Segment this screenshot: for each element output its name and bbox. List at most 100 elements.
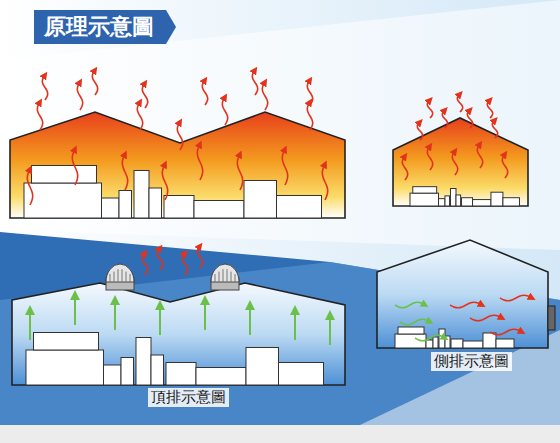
- airflow-arrow: [329, 315, 331, 345]
- machine: [32, 166, 97, 184]
- machine: [244, 181, 277, 219]
- machine: [483, 333, 496, 348]
- machine: [164, 196, 194, 219]
- machine: [496, 339, 514, 348]
- airflow-arrow: [72, 149, 77, 185]
- background-wedge: [0, 232, 560, 425]
- fan-slat: [227, 269, 228, 282]
- fan-slat: [215, 274, 216, 282]
- airflow-arrow: [307, 102, 312, 130]
- machine: [136, 338, 151, 386]
- fan-slat: [231, 272, 232, 282]
- machine: [413, 187, 437, 193]
- airflow-arrow: [202, 80, 207, 105]
- airflow-arrow: [467, 110, 472, 128]
- airflow-arrow: [427, 100, 432, 118]
- machine: [433, 337, 438, 348]
- airflow-arrow: [197, 144, 202, 180]
- fan-slat: [219, 272, 220, 282]
- airflow-arrow: [477, 144, 482, 168]
- airflow-arrow: [182, 253, 187, 275]
- fan-body: [548, 306, 555, 330]
- machine: [24, 183, 102, 218]
- building: [12, 283, 345, 385]
- machine: [462, 198, 473, 206]
- machine: [196, 368, 246, 386]
- airflow-arrow: [177, 122, 182, 150]
- machine: [149, 188, 162, 218]
- exhaust-fan: [211, 264, 239, 290]
- airflow-arrow: [142, 253, 147, 275]
- airflow-arrow: [395, 302, 425, 307]
- airflow-arrow: [470, 315, 502, 320]
- airflow-arrow: [490, 329, 522, 334]
- fan-slat: [118, 269, 119, 282]
- fan-slat: [223, 269, 224, 282]
- airflow-arrow: [142, 83, 147, 108]
- footer-strip: [0, 425, 560, 443]
- machine: [426, 340, 433, 348]
- caption-label: 側排示意圖: [431, 352, 512, 371]
- airflow-arrow: [282, 149, 287, 185]
- airflow-arrow: [222, 97, 227, 125]
- airflow-arrow: [157, 248, 162, 270]
- machine: [194, 201, 244, 219]
- fan-hood: [211, 264, 239, 282]
- machine: [451, 339, 463, 348]
- machine: [439, 329, 445, 348]
- exhaust-fan: [548, 306, 555, 330]
- fan-slat: [130, 274, 131, 282]
- airflow-arrow: [249, 305, 251, 335]
- fan-slat: [114, 272, 115, 282]
- machine: [503, 198, 520, 206]
- background-band: [0, 0, 560, 250]
- airflow-arrow: [294, 310, 296, 340]
- machine: [277, 196, 322, 219]
- airflow-arrow: [427, 146, 432, 170]
- machine: [34, 333, 99, 351]
- machine: [445, 196, 450, 206]
- machine: [121, 358, 134, 386]
- airflow-arrow: [27, 169, 32, 205]
- airflow-arrow: [42, 75, 47, 100]
- caption-label: 頂排示意圖: [148, 388, 229, 407]
- airflow-arrow: [159, 305, 161, 335]
- airflow-arrow: [452, 151, 457, 175]
- fan-hood: [106, 264, 134, 282]
- airflow-arrow: [487, 100, 492, 118]
- airflow-arrow: [197, 246, 202, 268]
- machine: [166, 363, 196, 386]
- machine: [119, 191, 132, 219]
- airflow-arrow: [492, 120, 497, 138]
- machine: [151, 355, 164, 385]
- airflow-arrow: [502, 154, 507, 178]
- building: [377, 240, 548, 348]
- airflow-arrow: [114, 300, 116, 330]
- machine: [26, 350, 104, 385]
- airflow-arrow: [402, 156, 407, 180]
- machine: [398, 327, 424, 334]
- machine: [473, 200, 491, 206]
- airflow-arrow: [162, 164, 167, 200]
- machine: [102, 198, 120, 218]
- title-banner: [34, 10, 176, 44]
- airflow-arrow: [74, 295, 76, 325]
- airflow-arrow: [307, 80, 312, 105]
- airflow-arrow: [137, 102, 142, 130]
- machine: [456, 195, 461, 206]
- fan-slat: [126, 272, 127, 282]
- machine: [134, 171, 149, 219]
- airflow-arrow: [77, 82, 82, 110]
- airflow-arrow: [92, 70, 97, 95]
- fan-slat: [122, 269, 123, 282]
- machine: [246, 348, 279, 386]
- airflow-arrow: [37, 102, 42, 130]
- title-text: 原理示意圖: [44, 12, 154, 42]
- airflow-arrow: [415, 335, 445, 340]
- machine: [439, 199, 445, 206]
- machine: [104, 365, 122, 385]
- airflow-arrow: [29, 310, 31, 340]
- machine: [279, 363, 324, 386]
